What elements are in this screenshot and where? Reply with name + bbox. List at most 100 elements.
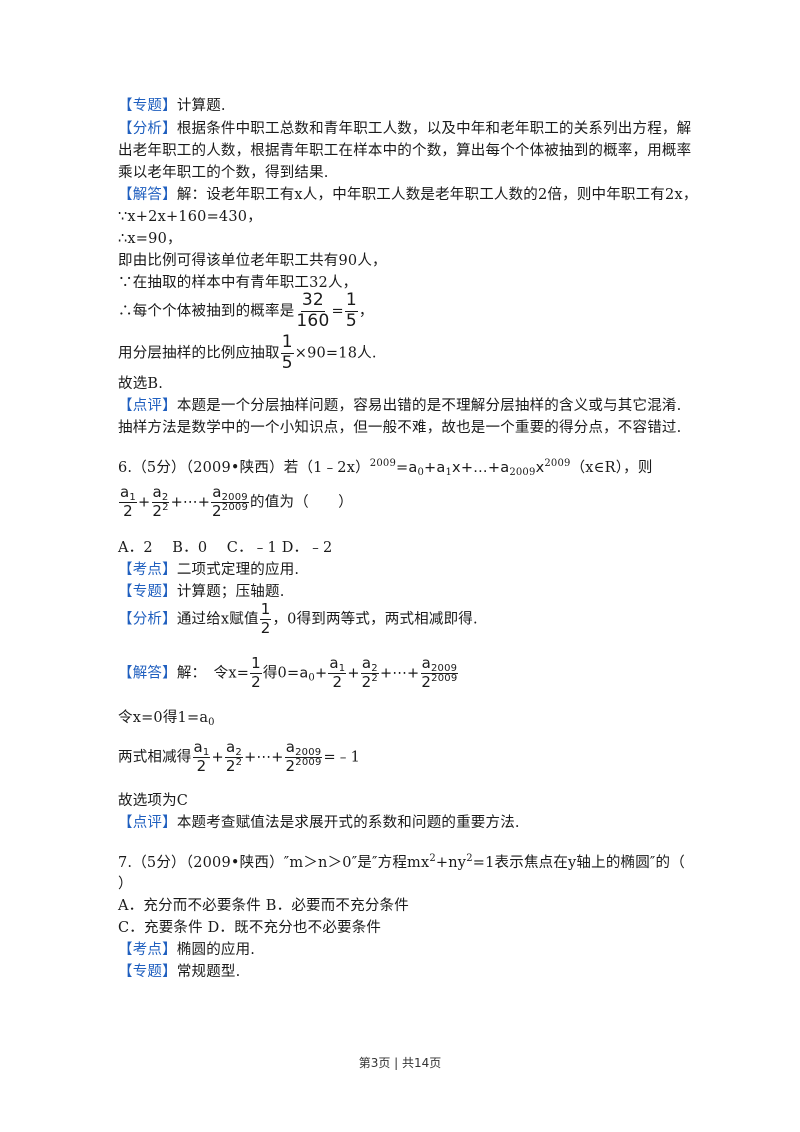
- subscript: 2009: [221, 492, 248, 503]
- tag-zhuanti: 【专题】: [118, 584, 177, 600]
- exponent: 2009: [431, 672, 458, 684]
- subscript: 2: [161, 492, 169, 503]
- tag-fenxi: 【分析】: [118, 121, 177, 137]
- frac-denominator: 160: [296, 310, 330, 331]
- frac-numerator: 32: [300, 290, 325, 312]
- frac-denominator: 2: [260, 618, 271, 637]
- term-a: +a: [424, 460, 446, 476]
- plus-sign: +: [314, 665, 328, 682]
- text-dianping: 本题考查赋值法是求展开式的系数和问题的重要方法.: [176, 815, 520, 831]
- equals-sign: =: [331, 303, 344, 320]
- q6-value-question: 的值为（ ）: [250, 494, 353, 511]
- denominator: 2: [225, 756, 236, 775]
- subscript: 1: [338, 663, 346, 674]
- q7-options-1: A．充分而不必要条件 B．必要而不充分条件: [118, 898, 409, 914]
- numerator-a: a: [361, 654, 372, 672]
- dots-sign: +⋯+: [244, 749, 284, 766]
- exponent: 2009: [295, 756, 322, 768]
- line-zhuanti: 【专题】计算题.: [118, 96, 226, 116]
- line-jieda-3: ∴x=90，: [118, 231, 182, 247]
- frac-numerator: 1: [344, 290, 358, 312]
- tag-zhuanti: 【专题】: [118, 98, 177, 114]
- text-kaodian: 二项式定理的应用.: [176, 562, 300, 578]
- denominator: 2: [361, 672, 372, 691]
- line-jieda-8: 故选B.: [118, 376, 164, 392]
- subscript: 2: [235, 747, 242, 758]
- text-fenxi-post: ，0得到两等式，两式相减即得.: [272, 611, 478, 628]
- denominator: 2: [332, 672, 343, 691]
- text-kaodian: 椭圆的应用.: [176, 942, 256, 958]
- q7-close-paren: ）: [118, 876, 133, 892]
- exponent: 2009: [221, 501, 249, 513]
- term-a0: a: [299, 665, 309, 682]
- numerator-a: a: [421, 654, 431, 672]
- frac-denominator: 5: [281, 352, 293, 373]
- text-jieda-1: 解：设老年职工有x人，中年职工人数是老年职工人数的2倍，则中年职工有2x，: [176, 187, 698, 203]
- tag-zhuanti: 【专题】: [118, 964, 177, 980]
- text-zhuanti: 常规题型.: [176, 964, 241, 980]
- text-jieda-6: ∴每个个体被抽到的概率是: [118, 303, 295, 320]
- frac-numerator: 1: [280, 332, 294, 354]
- text-jieda-mid: 得0=: [262, 665, 300, 682]
- tag-kaodian: 【考点】: [118, 562, 177, 578]
- denominator: 2: [123, 501, 133, 520]
- exponent: 2009: [544, 458, 571, 469]
- tag-jieda: 【解答】: [118, 187, 177, 203]
- q6-options: A．2 B．0 C．﹣1 D．﹣2: [118, 540, 333, 556]
- subscript: 0: [308, 672, 315, 684]
- q7-head-pre: 7.（5分）（2009•陕西）″m＞n＞0″是″方程mx: [118, 855, 430, 871]
- text-jieda-7: 用分层抽样的比例应抽取: [118, 345, 280, 362]
- dots-sign: +⋯+: [170, 494, 211, 511]
- q7-head-post: =1表示焦点在y轴上的椭圆″的（: [472, 855, 685, 871]
- exponent: 2009: [369, 458, 397, 469]
- line-jieda-1: 【解答】解：设老年职工有x人，中年职工人数是老年职工人数的2倍，则中年职工有2x…: [118, 185, 698, 205]
- q6-zhuanti: 【专题】计算题；压轴题.: [118, 582, 285, 602]
- line-fenxi-3: 乘以老年职工的个数，得到结果.: [118, 165, 329, 181]
- exponent: 2: [162, 501, 169, 513]
- tag-dianping: 【点评】: [118, 815, 177, 831]
- subscript: 0: [417, 467, 425, 478]
- plus-sign: +: [211, 749, 224, 766]
- numerator-a: a: [193, 738, 203, 756]
- text-jieda-7-post: ×90=18人.: [294, 345, 377, 362]
- comma: ，: [358, 303, 374, 320]
- text-jieda-pre: 解： 令x=: [176, 665, 250, 682]
- q7-kaodian: 【考点】椭圆的应用.: [118, 940, 255, 960]
- numerator-a: a: [120, 483, 130, 501]
- numerator-a: a: [212, 483, 222, 501]
- numerator-a: a: [152, 483, 162, 501]
- subscript: 1: [202, 747, 210, 758]
- exponent: 2: [235, 756, 243, 768]
- line-dianping-2: 抽样方法是数学中的一个小知识点，但一般不难，故也是一个重要的得分点，不容错过.: [118, 420, 682, 436]
- numerator-a: a: [329, 654, 339, 672]
- q7-options-2: C．充要条件 D．既不充分也不必要条件: [118, 920, 382, 936]
- text-zhuanti: 计算题；压轴题.: [176, 584, 285, 600]
- text-dianping-1: 本题是一个分层抽样问题，容易出错的是不理解分层抽样的含义或与其它混淆.: [176, 398, 682, 414]
- q6-head-tail: （x∈R），则: [570, 460, 653, 476]
- q7-zhuanti: 【专题】常规题型.: [118, 962, 240, 982]
- q6-heading: 6.（5分）（2009•陕西）若（1﹣2x）2009=a0+a1x+…+a200…: [118, 458, 653, 478]
- text-zhuanti: 计算题.: [176, 98, 226, 114]
- subscript: 0: [208, 717, 215, 728]
- subscript: 2009: [430, 663, 458, 674]
- plus-sign: +: [137, 494, 151, 511]
- q6-line-b: 令x=0得1=a0: [118, 708, 215, 728]
